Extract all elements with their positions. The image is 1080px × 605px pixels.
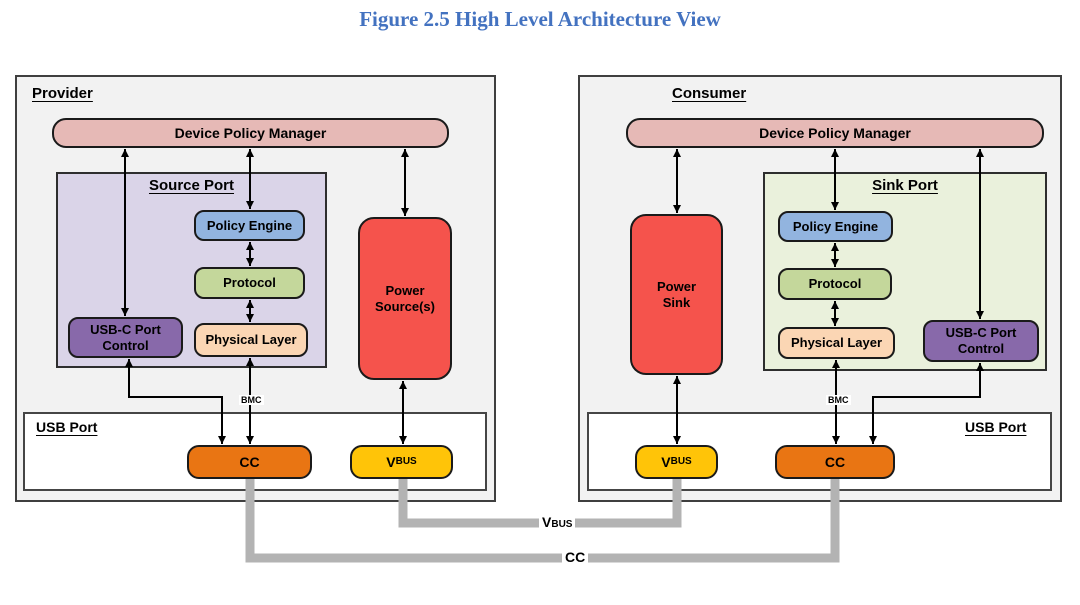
cc-cable-label: CC <box>562 550 589 565</box>
vbus-text-bus: BUS <box>395 456 417 467</box>
consumer-device-policy-manager-box: Device Policy Manager <box>626 118 1044 148</box>
consumer-usbc-port-control-box: USB-C Port Control <box>923 320 1039 362</box>
vbus-text-v: V <box>386 453 396 470</box>
consumer-protocol-box: Protocol <box>778 268 892 300</box>
vbus-text-bus: BUS <box>670 456 692 467</box>
figure-title: Figure 2.5 High Level Architecture View <box>359 7 721 31</box>
source-port-label: Source Port <box>148 177 235 194</box>
provider-usbc-port-control-box: USB-C Port Control <box>68 317 183 358</box>
vbus-text-bus: BUS <box>551 519 573 530</box>
consumer-cc-box: CC <box>775 445 895 479</box>
provider-protocol-box: Protocol <box>194 267 305 299</box>
provider-power-source-box: Power Source(s) <box>358 217 452 380</box>
consumer-label: Consumer <box>672 85 747 102</box>
consumer-power-sink-box: Power Sink <box>630 214 723 375</box>
vbus-text-v: V <box>661 453 671 470</box>
provider-policy-engine-box: Policy Engine <box>194 210 305 241</box>
sink-port-label: Sink Port <box>872 177 938 194</box>
provider-label: Provider <box>32 85 93 102</box>
consumer-policy-engine-box: Policy Engine <box>778 211 893 242</box>
provider-cc-box: CC <box>187 445 312 479</box>
vbus-text-v: V <box>542 514 552 530</box>
vbus-cable-label: VBUS <box>539 514 576 532</box>
consumer-physical-layer-box: Physical Layer <box>778 327 895 359</box>
provider-usb-port-label: USB Port <box>36 419 98 435</box>
consumer-usb-port-label: USB Port <box>965 419 1027 435</box>
provider-bmc-label: BMC <box>239 395 264 405</box>
provider-physical-layer-box: Physical Layer <box>194 323 308 357</box>
consumer-bmc-label: BMC <box>826 395 851 405</box>
provider-device-policy-manager-box: Device Policy Manager <box>52 118 449 148</box>
